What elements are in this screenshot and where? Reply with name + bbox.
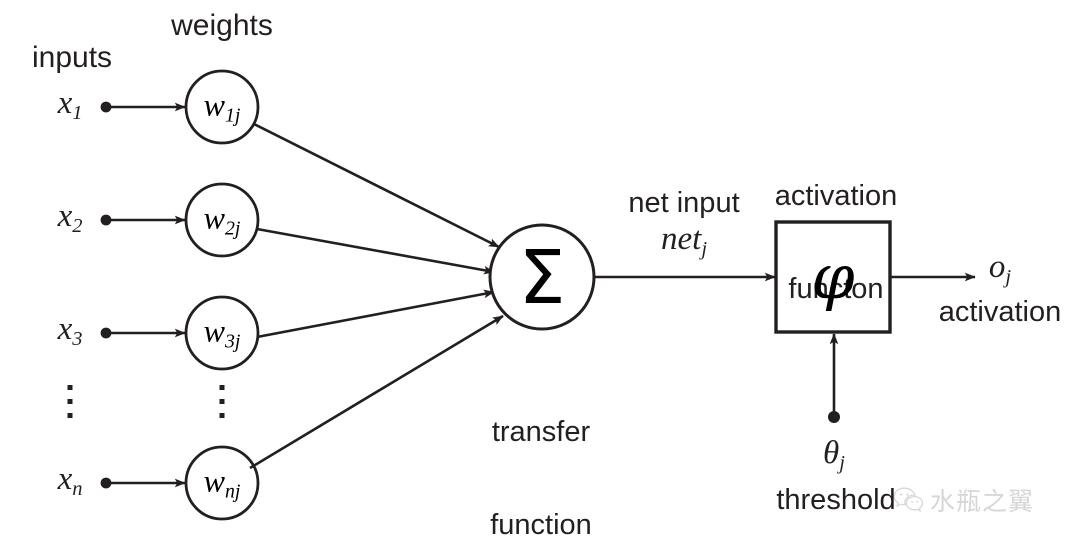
weights-header: weights — [171, 9, 273, 42]
weight-ellipsis-icon — [219, 385, 225, 418]
output-symbol: oj — [988, 249, 1012, 289]
weight-nodes — [184, 69, 260, 521]
weight-label-n: wnj — [203, 462, 241, 503]
input-label-3: x3 — [57, 311, 83, 351]
input-label-2: x2 — [57, 198, 83, 238]
net-input-symbol: netj — [660, 221, 708, 261]
weight-node-3 — [184, 295, 260, 371]
phi-icon: φ — [811, 240, 855, 313]
transfer-function-line-2: function — [490, 508, 592, 541]
inputs-header: inputs — [31, 41, 113, 74]
weight-label-2: w2j — [203, 199, 241, 240]
sum-arrow-2 — [256, 227, 495, 275]
sum-arrow-1 — [253, 122, 500, 249]
activation-function-line-2: functon — [788, 272, 884, 305]
weight-label-3: w3j — [203, 312, 241, 353]
activation-function-line-1: activation — [774, 180, 898, 213]
weight-to-sum-arrows — [249, 122, 504, 470]
input-ellipsis-icon — [67, 385, 73, 418]
net-input-caption: net input — [628, 187, 740, 219]
sum-arrow-3 — [256, 289, 495, 339]
transfer-function-line-1: transfer — [491, 416, 591, 449]
threshold-dot — [828, 411, 840, 423]
weight-node-2 — [184, 182, 260, 258]
input-arrows — [108, 102, 186, 488]
weight-node-n — [184, 445, 260, 521]
input-dots — [100, 101, 112, 489]
weight-node-1 — [184, 69, 260, 145]
activation-function-box — [774, 220, 892, 334]
weight-label-1: w1j — [203, 86, 241, 127]
threshold-caption: threshold — [776, 484, 896, 516]
transfer-function-caption: transfer function — [490, 356, 592, 545]
activation-function-caption: activation functon — [775, 120, 898, 366]
input-label-n: xn — [57, 461, 83, 501]
threshold-symbol: θj — [823, 435, 845, 475]
summation-sigma-icon: Σ — [518, 235, 566, 321]
sum-arrow-n — [249, 314, 504, 470]
output-caption: activation — [938, 296, 1062, 328]
input-label-1: x1 — [57, 85, 83, 125]
